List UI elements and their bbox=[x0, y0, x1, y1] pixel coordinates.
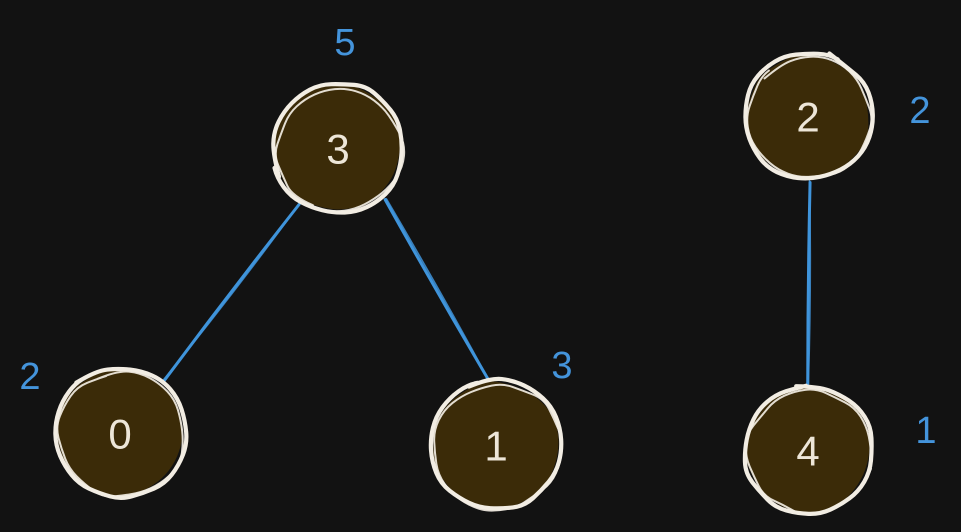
graph-edge[interactable] bbox=[383, 198, 491, 382]
node-label: 3 bbox=[326, 126, 349, 173]
node-outline-primary bbox=[53, 366, 189, 500]
node-outline-secondary bbox=[433, 383, 563, 512]
node-outline-secondary bbox=[744, 388, 873, 516]
edge-stroke-secondary bbox=[385, 198, 490, 382]
edge-stroke-primary bbox=[383, 198, 491, 382]
node-label: 0 bbox=[108, 411, 131, 458]
graph-node[interactable]: 0 bbox=[53, 366, 189, 500]
node-fill bbox=[273, 84, 401, 210]
graph-edge[interactable] bbox=[806, 179, 812, 386]
graph-node[interactable]: 2 bbox=[743, 51, 875, 181]
node-fill bbox=[745, 387, 870, 513]
node-outline-primary bbox=[743, 51, 875, 181]
edge-layer bbox=[161, 179, 812, 386]
node-weight-label: 5 bbox=[334, 22, 355, 64]
graph-node[interactable]: 4 bbox=[742, 383, 874, 516]
node-label: 2 bbox=[796, 94, 819, 141]
node-weight-label: 2 bbox=[19, 356, 40, 398]
node-fill bbox=[746, 54, 869, 178]
node-weight-label: 1 bbox=[915, 410, 936, 452]
weight-label-layer: 5 2 3 2 1 bbox=[19, 22, 936, 452]
node-outline-secondary bbox=[56, 370, 184, 498]
edge-stroke-secondary bbox=[807, 179, 812, 386]
node-weight-label: 2 bbox=[909, 90, 930, 132]
node-outline-secondary bbox=[746, 55, 873, 178]
node-fill bbox=[56, 368, 183, 498]
node-label: 4 bbox=[796, 428, 819, 475]
node-fill bbox=[433, 381, 559, 509]
node-outline-secondary bbox=[274, 87, 406, 213]
edge-stroke-secondary bbox=[161, 202, 301, 383]
graph-edge[interactable] bbox=[161, 202, 301, 384]
node-layer: 0 1 2 3 4 bbox=[53, 51, 875, 516]
graph-node[interactable]: 1 bbox=[428, 376, 564, 512]
node-label: 1 bbox=[484, 423, 507, 470]
graph-node[interactable]: 3 bbox=[271, 82, 406, 215]
node-weight-label: 3 bbox=[551, 345, 572, 387]
